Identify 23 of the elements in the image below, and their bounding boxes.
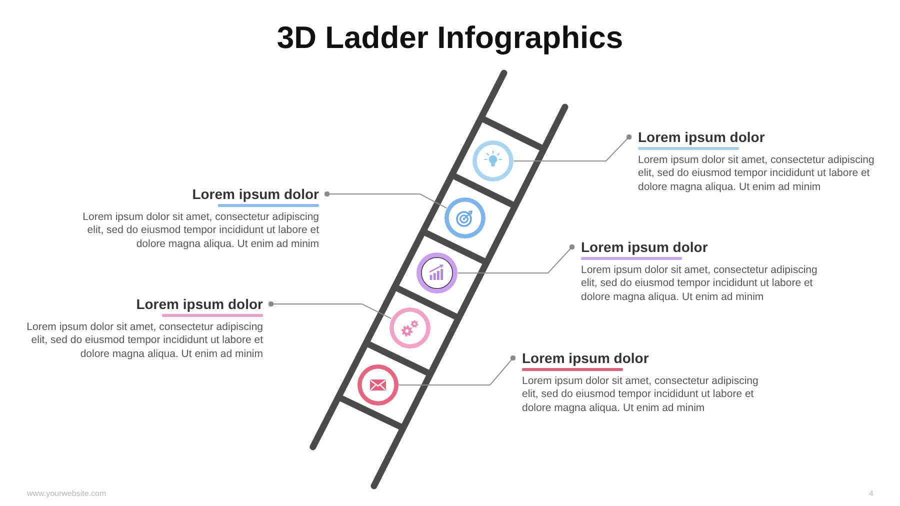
step-description: Lorem ipsum dolor sit amet, consectetur adipiscing elit, sed do eiusmod tempor incididunt ut labore et dolore magna aliqua. Ut enim ad minim — [82, 210, 319, 251]
title: 3D Ladder Infographics — [276, 19, 624, 57]
step-heading: Lorem ipsum dolor — [522, 349, 649, 367]
step-description: Lorem ipsum dolor sit amet, consectetur adipiscing elit, sed do eiusmod tempor incididunt ut labore et dolore magna aliqua. Ut enim ad minim — [26, 320, 263, 361]
leader-line — [268, 301, 392, 320]
step-heading: Lorem ipsum dolor — [581, 238, 708, 256]
leader-line — [514, 134, 632, 162]
envelope-icon — [357, 364, 399, 406]
leader-line — [398, 355, 516, 386]
website-address: www.yourwebsite.com — [27, 489, 106, 499]
leader-line — [458, 244, 575, 274]
step-heading: Lorem ipsum dolor — [192, 185, 319, 203]
step-heading: Lorem ipsum dolor — [638, 128, 765, 146]
page-number: 4 — [869, 489, 874, 499]
step-description: Lorem ipsum dolor sit amet, consectetur adipiscing elit, sed do eiusmod tempor incididunt ut labore et dolore magna aliqua. Ut enim ad minim — [522, 374, 760, 415]
step-description: Lorem ipsum dolor sit amet, consectetur adipiscing elit, sed do eiusmod tempor incididunt ut labore et dolore magna aliqua. Ut enim ad minim — [581, 264, 818, 304]
lightbulb-icon — [472, 140, 514, 182]
step-heading: Lorem ipsum dolor — [136, 295, 263, 313]
step-description: Lorem ipsum dolor sit amet, consectetur adipiscing elit, sed do eiusmod tempor incididunt ut labore et dolore magna aliqua. Ut enim ad minim — [638, 154, 876, 194]
leader-line — [324, 191, 447, 209]
target-icon — [444, 197, 486, 239]
bar-chart-icon — [416, 252, 458, 294]
gears-icon — [389, 307, 431, 349]
